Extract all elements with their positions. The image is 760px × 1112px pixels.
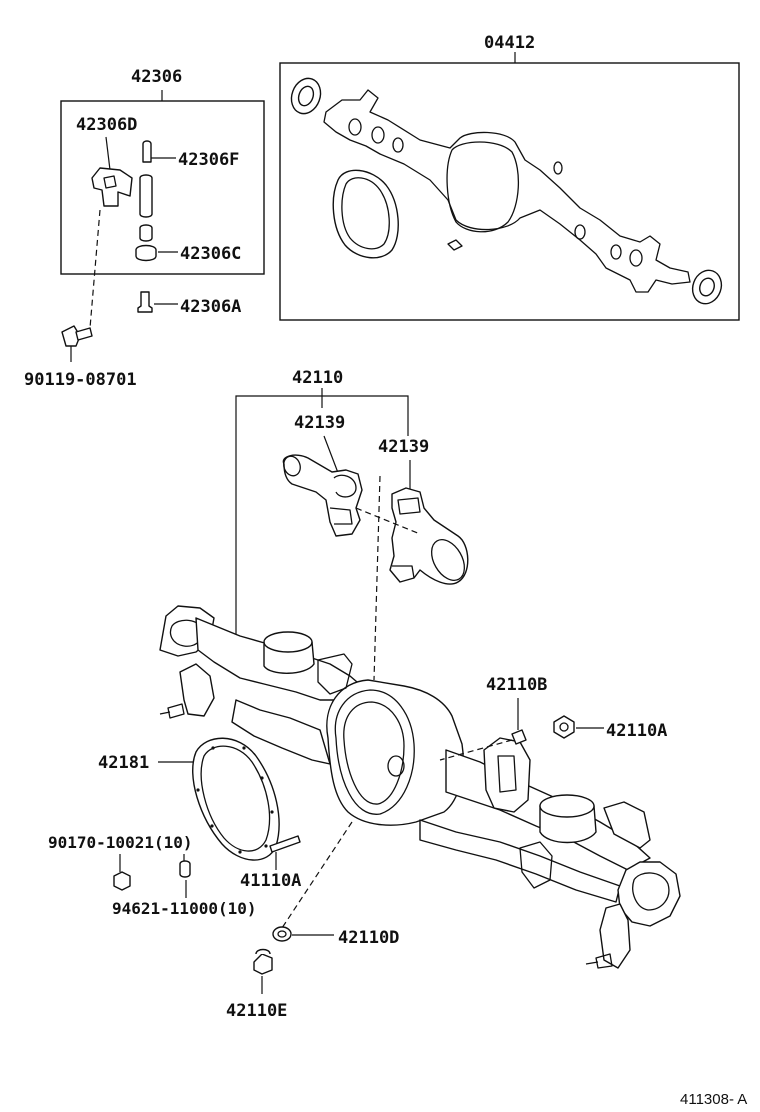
seal-ring-left (290, 77, 322, 115)
label-42306D[interactable]: 42306D (76, 115, 137, 135)
part-42110D (272, 926, 292, 942)
label-42181[interactable]: 42181 (98, 753, 149, 773)
part-42306D (91, 167, 133, 207)
part-90119-bolt (61, 325, 93, 347)
kit-04412-box (279, 62, 740, 321)
part-42110A (553, 715, 575, 739)
cover-gasket (332, 169, 399, 259)
part-42139-right (389, 487, 469, 585)
part-90170-nut (113, 871, 131, 891)
kit-housing-sketch (323, 89, 691, 293)
label-04412[interactable]: 04412 (484, 33, 535, 53)
label-42139-right[interactable]: 42139 (378, 437, 429, 457)
seal-ring-right (691, 269, 723, 305)
part-42181-gasket (192, 737, 280, 861)
kit-42306-group: 42306 42306D 42306F 42306C (60, 67, 265, 275)
label-42306[interactable]: 42306 (131, 67, 182, 87)
part-42139-left (282, 454, 363, 537)
part-42306C (135, 244, 178, 262)
label-42110[interactable]: 42110 (292, 368, 343, 388)
label-42110D[interactable]: 42110D (338, 928, 399, 948)
label-90170-10021[interactable]: 90170-10021(10) (48, 833, 193, 852)
part-hose (139, 174, 153, 242)
kit-04412-group: 04412 (279, 33, 740, 321)
label-94621-11000[interactable]: 94621-11000(10) (112, 899, 257, 918)
part-42110B (511, 729, 527, 745)
diagram-code: 411308- A (680, 1091, 747, 1108)
label-42306A[interactable]: 42306A (180, 297, 241, 317)
part-94621-washer (179, 860, 191, 878)
label-42306C[interactable]: 42306C (180, 244, 241, 264)
label-42139-left[interactable]: 42139 (294, 413, 345, 433)
part-42306F (142, 140, 176, 163)
axle-housing-42110 (159, 605, 681, 969)
part-42110E (253, 948, 273, 975)
label-42306F[interactable]: 42306F (178, 150, 239, 170)
part-41110A-stud (269, 835, 301, 853)
label-42110E[interactable]: 42110E (226, 1001, 287, 1021)
label-42110B[interactable]: 42110B (486, 675, 547, 695)
part-42306A (137, 291, 178, 313)
label-41110A[interactable]: 41110A (240, 871, 301, 891)
label-42110A[interactable]: 42110A (606, 721, 667, 741)
label-90119-08701[interactable]: 90119-08701 (24, 370, 137, 390)
